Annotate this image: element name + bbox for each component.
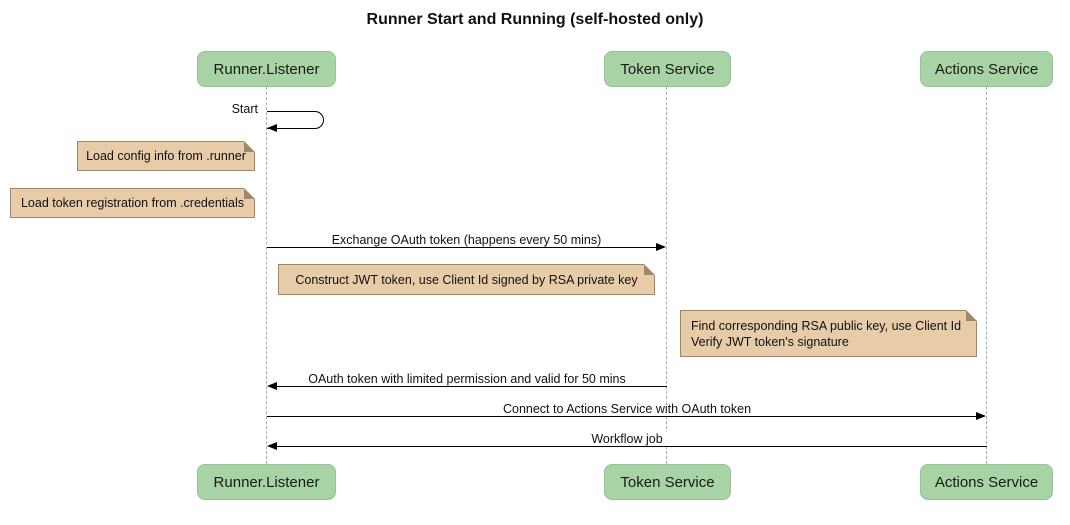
note-load-token-registration: Load token registration from .credential… — [10, 188, 255, 218]
diagram-title: Runner Start and Running (self-hosted on… — [366, 11, 704, 28]
participant-bottom-runner-listener: Runner.Listener — [197, 464, 336, 500]
participant-bottom-token-service: Token Service — [604, 464, 731, 500]
note-construct-jwt: Construct JWT token, use Client Id signe… — [278, 264, 655, 295]
note-load-config: Load config info from .runner — [77, 141, 255, 171]
self-loop-shape — [267, 111, 324, 129]
message-connect-actions-arrowhead-icon — [976, 412, 986, 420]
self-loop-arrowhead-icon — [267, 124, 277, 132]
message-exchange-oauth-arrowhead-icon — [656, 243, 666, 251]
message-workflow-job-arrowhead-icon — [267, 442, 277, 450]
lifeline-actions-service — [986, 87, 987, 464]
message-workflow-job-label: Workflow job — [267, 432, 987, 446]
message-workflow-job-line — [273, 446, 987, 447]
participant-top-runner-listener: Runner.Listener — [197, 51, 336, 87]
note-verify-jwt: Find corresponding RSA public key, use C… — [680, 310, 977, 357]
participant-top-token-service: Token Service — [604, 51, 731, 87]
lifeline-runner-listener — [266, 87, 267, 464]
message-connect-actions-label: Connect to Actions Service with OAuth to… — [267, 402, 987, 416]
participant-top-actions-service: Actions Service — [920, 51, 1053, 87]
message-oauth-return-arrowhead-icon — [267, 382, 277, 390]
message-oauth-return-line — [273, 386, 667, 387]
message-oauth-return-label: OAuth token with limited permission and … — [267, 372, 667, 386]
message-exchange-oauth-line — [267, 247, 661, 248]
message-exchange-oauth-label: Exchange OAuth token (happens every 50 m… — [267, 233, 666, 247]
message-connect-actions-line — [267, 416, 981, 417]
message-start-label: Start — [160, 102, 262, 116]
lifeline-token-service — [666, 87, 667, 464]
participant-bottom-actions-service: Actions Service — [920, 464, 1053, 500]
